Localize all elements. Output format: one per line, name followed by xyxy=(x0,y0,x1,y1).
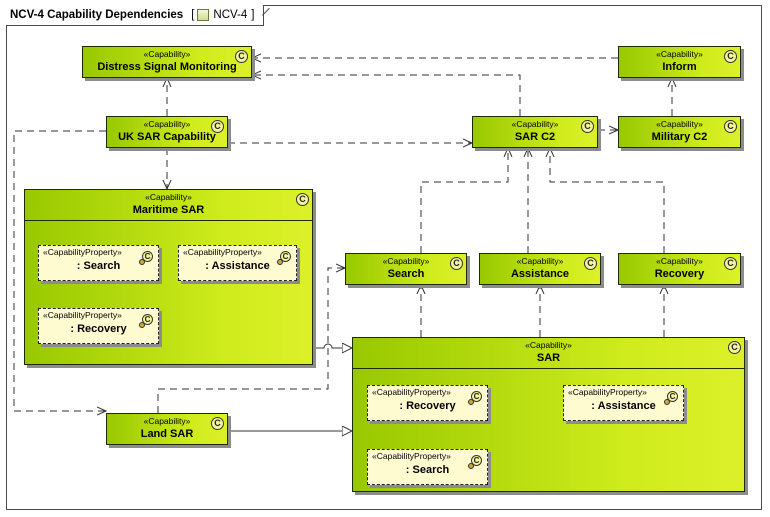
property-icon: C xyxy=(139,251,153,265)
stereotype-label: «CapabilityProperty» xyxy=(372,387,451,397)
stereotype-label: «Capability» xyxy=(143,119,191,129)
capability-name: Assistance xyxy=(510,268,570,280)
edge-search-to-sarc2 xyxy=(420,148,508,253)
capability-name: Recovery xyxy=(654,268,705,280)
property-icon: C xyxy=(468,391,482,405)
class-icon: C xyxy=(235,50,248,63)
stereotype-label: «Capability» xyxy=(516,256,564,266)
capability-name: UK SAR Capability xyxy=(118,131,216,143)
generalization-maritime-to-sar xyxy=(313,344,352,348)
property-icon: C xyxy=(664,391,678,405)
property-name: : Search xyxy=(76,260,121,272)
edge-landsar-to-search xyxy=(157,268,345,413)
stereotype-label: «CapabilityProperty» xyxy=(43,310,122,320)
diagram-ref-label: NCV-4 xyxy=(213,9,248,21)
capability-name: Search xyxy=(387,268,425,280)
capability-name: Distress Signal Monitoring xyxy=(97,61,237,73)
capability-recovery[interactable]: «Capability» Recovery C xyxy=(618,253,741,285)
property-icon: C xyxy=(139,314,153,328)
capability-name: Military C2 xyxy=(651,131,708,143)
class-icon: C xyxy=(450,257,463,270)
compartment-divider xyxy=(25,220,312,221)
property-name: : Recovery xyxy=(399,400,456,412)
class-icon: C xyxy=(728,341,741,354)
class-icon: C xyxy=(581,120,594,133)
capability-sar-c2[interactable]: «Capability» SAR C2 C xyxy=(472,116,598,148)
class-icon: C xyxy=(584,257,597,270)
capability-name: SAR C2 xyxy=(514,131,556,143)
bracket-close: ] xyxy=(251,9,255,21)
property-name: : Assistance xyxy=(591,400,656,412)
property-maritime-search[interactable]: «CapabilityProperty» : Search C xyxy=(38,245,159,281)
stereotype-label: «CapabilityProperty» xyxy=(372,451,451,461)
capability-inform[interactable]: «Capability» Inform C xyxy=(618,46,741,78)
property-name: : Search xyxy=(405,464,450,476)
capability-land-sar[interactable]: «Capability» Land SAR C xyxy=(106,413,228,445)
diagram-title-tab: NCV-4 Capability Dependencies [ NCV-4 ] xyxy=(6,5,265,26)
capability-military-c2[interactable]: «Capability» Military C2 C xyxy=(618,116,741,148)
stereotype-label: «Capability» xyxy=(656,49,703,59)
edge-recovery-to-sarc2 xyxy=(550,148,665,253)
stereotype-label: «CapabilityProperty» xyxy=(568,387,647,397)
bracket-open: [ xyxy=(191,9,195,21)
capability-name: Land SAR xyxy=(140,428,194,440)
compartment-divider xyxy=(353,368,744,369)
class-icon: C xyxy=(724,120,737,133)
stereotype-label: «CapabilityProperty» xyxy=(183,247,262,257)
diagram-icon xyxy=(197,9,210,21)
diagram-title: NCV-4 Capability Dependencies xyxy=(10,9,184,21)
property-icon: C xyxy=(277,251,291,265)
property-maritime-recovery[interactable]: «CapabilityProperty» : Recovery C xyxy=(38,308,159,344)
property-name: : Assistance xyxy=(205,260,270,272)
edge-uksar-to-landsar xyxy=(13,130,106,411)
property-sar-search[interactable]: «CapabilityProperty» : Search C xyxy=(367,449,488,485)
capability-assistance[interactable]: «Capability» Assistance C xyxy=(479,253,601,285)
property-sar-assistance[interactable]: «CapabilityProperty» : Assistance C xyxy=(563,385,684,421)
class-icon: C xyxy=(724,50,737,63)
stereotype-label: «Capability» xyxy=(382,256,430,266)
stereotype-label: «Capability» xyxy=(143,49,191,59)
stereotype-label: «Capability» xyxy=(143,416,191,426)
capability-uk-sar[interactable]: «Capability» UK SAR Capability C xyxy=(106,116,228,148)
capability-distress-signal-monitoring[interactable]: «Capability» Distress Signal Monitoring … xyxy=(82,46,252,78)
property-icon: C xyxy=(468,455,482,469)
stereotype-label: «Capability» xyxy=(145,192,192,202)
class-icon: C xyxy=(724,257,737,270)
capability-name: Inform xyxy=(662,61,697,73)
edge-sarc2-to-distress xyxy=(252,75,521,116)
capability-name: SAR xyxy=(536,352,561,364)
capability-name: Maritime SAR xyxy=(132,204,205,216)
stereotype-label: «Capability» xyxy=(511,119,559,129)
stereotype-label: «Capability» xyxy=(656,256,703,266)
property-name: : Recovery xyxy=(70,323,127,335)
diagram-ref[interactable]: NCV-4 xyxy=(197,9,247,21)
class-icon: C xyxy=(211,120,224,133)
capability-search[interactable]: «Capability» Search C xyxy=(345,253,467,285)
property-sar-recovery[interactable]: «CapabilityProperty» : Recovery C xyxy=(367,385,488,421)
stereotype-label: «Capability» xyxy=(525,340,572,350)
stereotype-label: «Capability» xyxy=(656,119,703,129)
class-icon: C xyxy=(296,193,309,206)
stereotype-label: «CapabilityProperty» xyxy=(43,247,122,257)
property-maritime-assistance[interactable]: «CapabilityProperty» : Assistance C xyxy=(178,245,297,281)
class-icon: C xyxy=(211,417,224,430)
